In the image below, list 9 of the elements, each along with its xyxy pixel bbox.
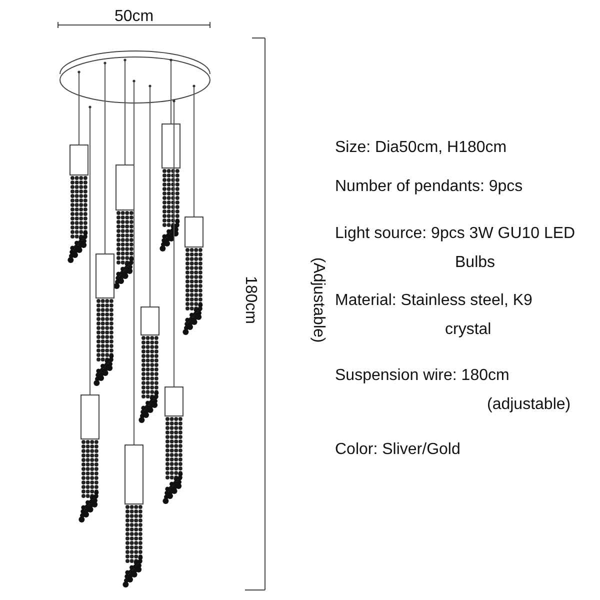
spec-text: Size: Dia50cm, H180cm bbox=[335, 138, 508, 158]
dimension-label: 180cm bbox=[241, 274, 260, 326]
spec-text: Suspension wire: 180cm (adjustable) bbox=[335, 366, 572, 415]
dimension-label: 50cm bbox=[113, 7, 155, 27]
spec-text: Color: Sliver/Gold bbox=[335, 440, 462, 460]
spec-text: Material: Stainless steel, K9 crystal bbox=[335, 291, 534, 340]
spec-text: Light source: 9pcs 3W GU10 LED Bulbs bbox=[335, 224, 576, 273]
spec-text: Number of pendants: 9pcs bbox=[335, 177, 524, 197]
dimension-note: (Adjustable) bbox=[309, 256, 328, 345]
